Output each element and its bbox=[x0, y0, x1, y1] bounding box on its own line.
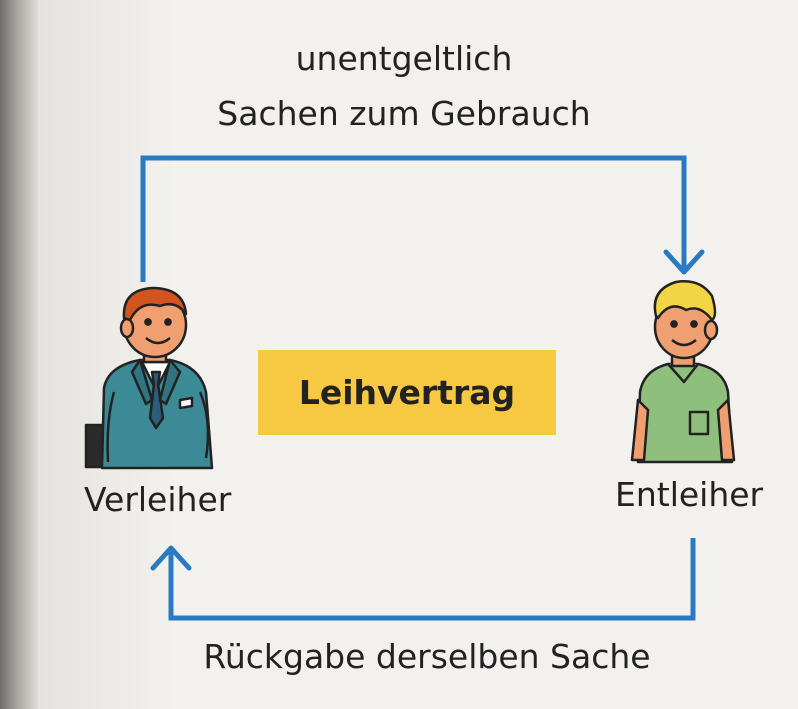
bottom-arrow bbox=[150, 538, 696, 621]
young-man-icon bbox=[630, 280, 736, 464]
lender-label: Verleiher bbox=[84, 480, 232, 519]
borrower-label: Entleiher bbox=[615, 475, 764, 514]
top-label-line1: unentgeltlich bbox=[295, 39, 513, 78]
top-label-line2: Sachen zum Gebrauch bbox=[217, 94, 591, 133]
book-spine-shadow bbox=[0, 0, 38, 709]
bottom-label: Rückgabe derselben Sache bbox=[203, 637, 651, 676]
businessman-icon bbox=[84, 286, 214, 470]
contract-box: Leihvertrag bbox=[258, 350, 556, 435]
top-arrow bbox=[140, 155, 705, 282]
contract-title: Leihvertrag bbox=[298, 373, 516, 412]
